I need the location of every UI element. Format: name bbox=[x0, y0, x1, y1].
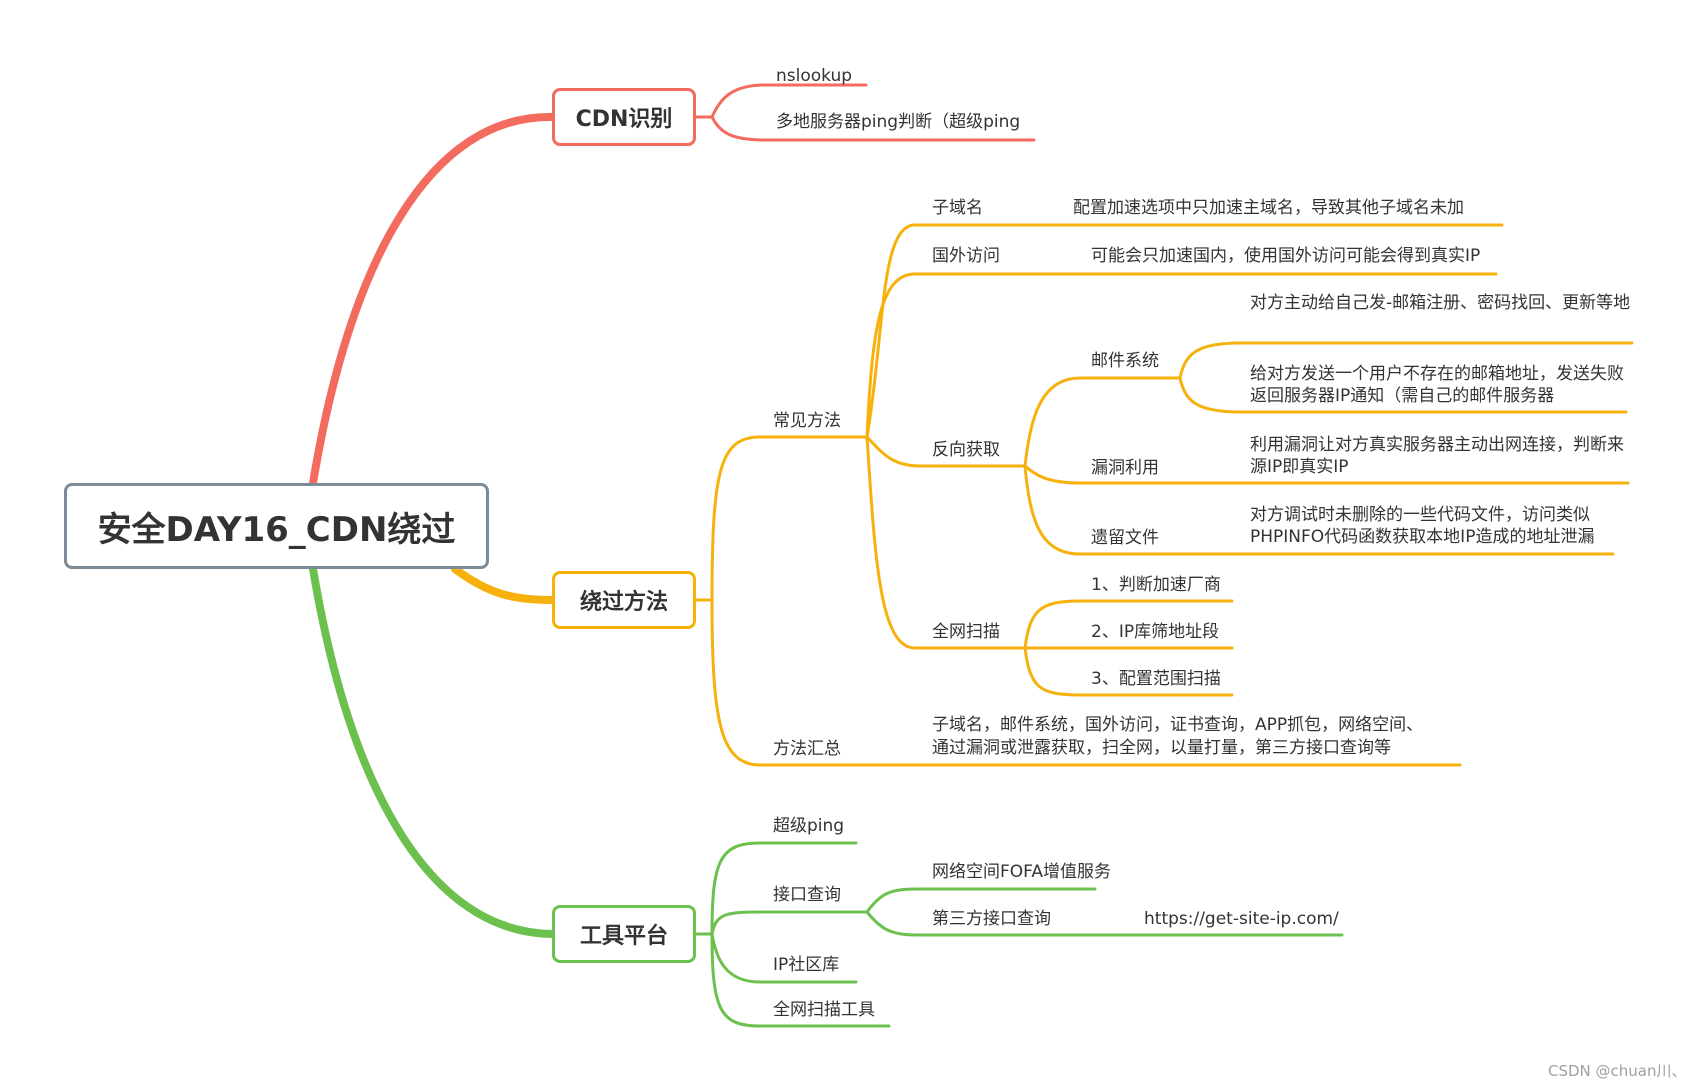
branch-cdn-identify[interactable]: CDN识别 bbox=[552, 88, 696, 146]
branch-bypass-methods[interactable]: 绕过方法 bbox=[552, 571, 696, 629]
note-subdomain: 配置加速选项中只加速主域名，导致其他子域名未加 bbox=[1073, 198, 1464, 218]
topic-leftover-files[interactable]: 遗留文件 bbox=[1091, 528, 1159, 548]
topic-mail-system[interactable]: 邮件系统 bbox=[1091, 351, 1159, 371]
topic-super-ping[interactable]: 超级ping bbox=[773, 816, 845, 836]
topic-scan-step-3[interactable]: 3、配置范围扫描 bbox=[1091, 669, 1221, 689]
topic-ip-community-lib[interactable]: IP社区库 bbox=[773, 955, 840, 975]
topic-full-scan[interactable]: 全网扫描 bbox=[932, 622, 1000, 642]
note-foreign-access: 可能会只加速国内，使用国外访问可能会得到真实IP bbox=[1091, 246, 1481, 266]
watermark-credit: CSDN @chuan川、 bbox=[1548, 1062, 1687, 1080]
root-topic[interactable]: 安全DAY16_CDN绕过 bbox=[64, 483, 489, 569]
note-summary-line-2: 通过漏洞或泄露获取，扫全网，以量打量，第三方接口查询等 bbox=[932, 738, 1391, 758]
link-get-site-ip[interactable]: https://get-site-ip.com/ bbox=[1144, 909, 1339, 929]
topic-common-methods[interactable]: 常见方法 bbox=[773, 411, 841, 431]
topic-scan-step-1[interactable]: 1、判断加速厂商 bbox=[1091, 575, 1221, 595]
topic-methods-summary[interactable]: 方法汇总 bbox=[773, 739, 841, 759]
topic-nslookup[interactable]: nslookup bbox=[776, 66, 853, 86]
topic-third-party-api[interactable]: 第三方接口查询 bbox=[932, 909, 1051, 929]
note-vuln-exploit: 利用漏洞让对方真实服务器主动出网连接，判断来源IP即真实IP bbox=[1250, 435, 1624, 477]
topic-vuln-exploit[interactable]: 漏洞利用 bbox=[1091, 458, 1159, 478]
topic-foreign-access[interactable]: 国外访问 bbox=[932, 246, 1000, 266]
topic-reverse-obtain[interactable]: 反向获取 bbox=[932, 440, 1000, 460]
tools-connectors bbox=[694, 841, 1344, 1028]
note-leftover-files: 对方调试时未删除的一些代码文件，访问类似PHPINFO代码函数获取本地IP造成的… bbox=[1250, 505, 1595, 547]
cdn-children-connectors bbox=[694, 83, 1036, 142]
topic-api-query[interactable]: 接口查询 bbox=[773, 885, 841, 905]
topic-fofa-service[interactable]: 网络空间FOFA增值服务 bbox=[932, 862, 1112, 882]
topic-scan-step-2[interactable]: 2、IP库筛地址段 bbox=[1091, 622, 1220, 642]
branch-tools-platform[interactable]: 工具平台 bbox=[552, 905, 696, 963]
topic-subdomain[interactable]: 子域名 bbox=[932, 198, 983, 218]
note-mail-bounce: 给对方发送一个用户不存在的邮箱地址，发送失败返回服务器IP通知（需自己的邮件服务… bbox=[1250, 364, 1624, 406]
note-mail-self-send: 对方主动给自己发-邮箱注册、密码找回、更新等地 bbox=[1250, 293, 1631, 313]
topic-multi-ping[interactable]: 多地服务器ping判断（超级ping bbox=[776, 112, 1021, 132]
connector-root-bypass bbox=[451, 565, 556, 604]
connector-root-cdn bbox=[309, 112, 556, 487]
bypass-connectors bbox=[694, 223, 1634, 767]
topic-scan-tools[interactable]: 全网扫描工具 bbox=[773, 1000, 875, 1020]
connector-root-tools bbox=[309, 565, 556, 938]
note-summary-line-1: 子域名，邮件系统，国外访问，证书查询，APP抓包，网络空间、 bbox=[932, 715, 1424, 735]
